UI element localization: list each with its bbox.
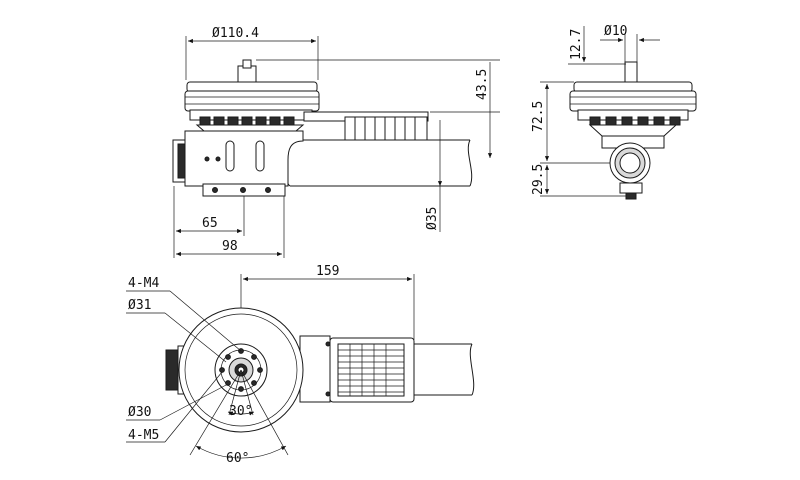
label-dia31: Ø31: [128, 298, 151, 313]
dim-front-height: 72.5 29.5: [531, 81, 626, 197]
side-motor: [184, 59, 320, 132]
dim-length-159: 159: [240, 264, 415, 340]
front-view: Ø10 12.7 72.5 29.5: [531, 24, 697, 200]
dim-offset-65: 65: [173, 186, 245, 258]
svg-text:65: 65: [202, 216, 218, 231]
side-motor-vents: [199, 116, 295, 126]
top-heatsink: [299, 335, 415, 403]
svg-text:12.7: 12.7: [569, 29, 584, 60]
side-heatsink: [303, 111, 429, 141]
svg-text:Ø35: Ø35: [425, 207, 440, 230]
label-4m5: 4-M5: [128, 428, 159, 443]
label-angle-30: 30°: [229, 404, 252, 419]
label-4m4: 4-M4: [128, 276, 159, 291]
svg-text:Ø110.4: Ø110.4: [212, 26, 259, 41]
dim-tube-diameter: Ø35: [425, 120, 443, 232]
dim-motor-height: 43.5: [256, 59, 500, 158]
dim-offset-98: 98: [176, 196, 285, 258]
side-clamp: [172, 130, 304, 197]
label-angle-60: 60°: [226, 451, 249, 466]
front-motor: [569, 61, 697, 137]
front-clamp: [601, 135, 665, 200]
svg-text:159: 159: [316, 264, 339, 279]
side-arm-tube: [283, 139, 473, 187]
svg-text:72.5: 72.5: [531, 101, 546, 132]
label-dia30: Ø30: [128, 405, 151, 420]
side-view: Ø110.4 43.5 Ø35 65 98: [172, 26, 500, 258]
leader-lines: [126, 290, 289, 459]
dim-pin: Ø10 12.7: [568, 24, 660, 65]
dim-top-motor-diameter: Ø110.4: [185, 26, 319, 80]
svg-text:29.5: 29.5: [531, 164, 546, 195]
svg-text:Ø10: Ø10: [604, 24, 627, 39]
top-view: 159 4-M4 Ø31 Ø30 4-M5 30° 60°: [126, 264, 475, 466]
svg-text:43.5: 43.5: [475, 69, 490, 100]
svg-text:98: 98: [222, 239, 238, 254]
